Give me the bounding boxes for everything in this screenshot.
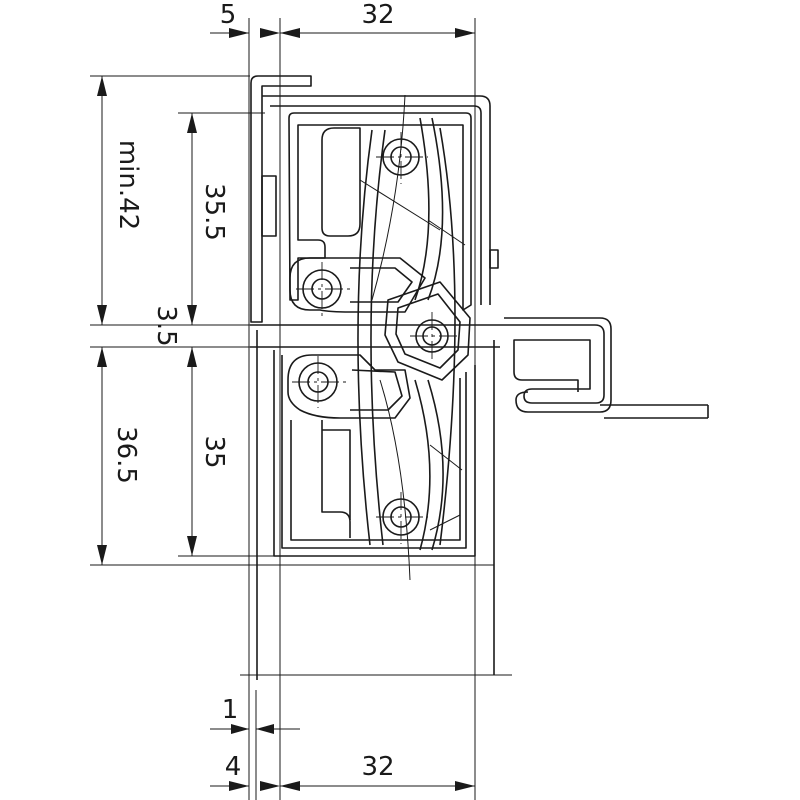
reference-lines — [240, 18, 512, 800]
pivot-holes — [292, 132, 458, 544]
dim-left-lower-outer: 36.5 — [111, 426, 141, 484]
dim-bottom-left: 4 — [225, 752, 242, 782]
dim-top-left: 5 — [220, 0, 237, 30]
lower-pocket — [290, 378, 461, 541]
dim-top-right: 32 — [361, 0, 394, 30]
frame-profile — [250, 75, 500, 557]
dim-left-min: min.42 — [113, 140, 143, 230]
dim-bottom-small: 1 — [222, 695, 239, 725]
bottom-dimensions — [210, 724, 475, 791]
upper-pocket — [288, 112, 472, 311]
dim-left-upper: 35.5 — [199, 183, 229, 241]
top-dimensions — [210, 28, 475, 38]
dim-gap: 3.5 — [151, 305, 181, 346]
door-leaf-profile — [500, 317, 709, 419]
dimension-labels: 5 32 min.42 35.5 3.5 36.5 35 1 4 32 — [111, 0, 395, 782]
dim-left-lower-inner: 35 — [199, 435, 229, 468]
dim-bottom-right: 32 — [361, 752, 394, 782]
arc-plates — [357, 94, 466, 581]
left-dimensions — [90, 75, 494, 566]
